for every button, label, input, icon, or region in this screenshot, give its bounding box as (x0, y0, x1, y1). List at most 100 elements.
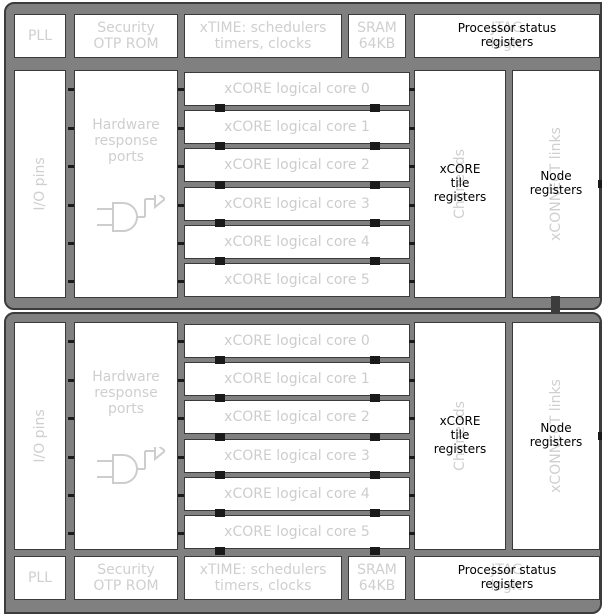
logical-core-label: xCORE logical core 1 (224, 118, 370, 135)
connector-tick (215, 394, 225, 402)
logical-core-label: xCORE logical core 2 (224, 408, 370, 425)
connector-tick (68, 417, 74, 420)
logical-core-5: xCORE logical core 5 (184, 263, 410, 297)
connector-tick (178, 456, 184, 459)
connector-tick (68, 494, 74, 497)
connector-tick (409, 242, 415, 245)
connector-tick (370, 219, 380, 227)
sram-label: SRAM 64KB (357, 19, 397, 52)
connector-tick (370, 433, 380, 441)
connector-tick (215, 547, 225, 555)
connector-tick (215, 471, 225, 479)
xcore-tile-registers-block: Chanends xCORE tile registers (414, 322, 506, 550)
connector-tick (409, 532, 415, 535)
jtag-processor-status-block: JTAG logic Processor status registers (414, 556, 600, 600)
connector-tick (409, 379, 415, 382)
security-otp-rom-block: Security OTP ROM (74, 14, 178, 58)
connector-tick (409, 280, 415, 283)
logical-core-label: xCORE logical core 5 (224, 523, 370, 540)
sram-block: SRAM 64KB (348, 556, 406, 600)
connector-tick (178, 127, 184, 130)
connector-tick (68, 165, 74, 168)
connector-tick (409, 88, 415, 91)
logical-core-label: xCORE logical core 4 (224, 485, 370, 502)
logical-core-5: xCORE logical core 5 (184, 515, 410, 549)
node-registers-label: Node registers (529, 169, 583, 197)
node-registers-block: xCONNECT links Node registers (512, 322, 600, 550)
sram-block: SRAM 64KB (348, 14, 406, 58)
io-pins-label: I/O pins (31, 157, 48, 211)
connector-tick (178, 379, 184, 382)
connector-tick (409, 456, 415, 459)
connector-tick (178, 417, 184, 420)
connector-tick (215, 257, 225, 265)
pll-block: PLL (14, 556, 66, 600)
xtime-label: xTIME: schedulers timers, clocks (199, 19, 327, 52)
connector-tick (370, 142, 380, 150)
logical-core-1: xCORE logical core 1 (184, 362, 410, 396)
connector-tick (178, 280, 184, 283)
logical-core-label: xCORE logical core 4 (224, 233, 370, 250)
xtime-label: xTIME: schedulers timers, clocks (199, 561, 327, 594)
connector-tick (370, 356, 380, 364)
logical-core-4: xCORE logical core 4 (184, 225, 410, 259)
connector-tick (409, 165, 415, 168)
connector-tick (215, 181, 225, 189)
connector-tick (178, 242, 184, 245)
hardware-response-ports-label: Hardware response ports (92, 369, 160, 418)
xtime-block: xTIME: schedulers timers, clocks (184, 556, 342, 600)
io-pins-block: I/O pins (14, 70, 66, 298)
connector-tick (409, 204, 415, 207)
connector-tick (68, 242, 74, 245)
logical-core-4: xCORE logical core 4 (184, 477, 410, 511)
connector-tick (68, 280, 74, 283)
connector-tick (598, 432, 602, 440)
logical-core-label: xCORE logical core 0 (224, 332, 370, 349)
connector-tick (68, 88, 74, 91)
connector-tick (215, 142, 225, 150)
logical-core-3: xCORE logical core 3 (184, 439, 410, 473)
xcore-tile-registers-block: Chanends xCORE tile registers (414, 70, 506, 298)
connector-tick (370, 394, 380, 402)
xcore-tile-registers-label: xCORE tile registers (433, 414, 487, 456)
hardware-response-ports-block: Hardware response ports (74, 322, 178, 550)
tile-link-connector (551, 296, 560, 322)
jtag-processor-status-block: JTAG logic Processor status registers (414, 14, 600, 58)
jtag-background-label: JTAG logic (490, 19, 524, 52)
connector-tick (598, 180, 602, 188)
connector-tick (178, 204, 184, 207)
connector-tick (68, 532, 74, 535)
node-registers-block: xCONNECT links Node registers (512, 70, 600, 298)
security-otp-rom-block: Security OTP ROM (74, 556, 178, 600)
connector-tick (68, 379, 74, 382)
connector-tick (409, 494, 415, 497)
logical-core-label: xCORE logical core 2 (224, 156, 370, 173)
connector-tick (370, 509, 380, 517)
sram-label: SRAM 64KB (357, 561, 397, 594)
pll-label: PLL (27, 27, 53, 44)
connector-tick (215, 219, 225, 227)
connector-tick (68, 204, 74, 207)
connector-tick (215, 509, 225, 517)
logical-core-label: xCORE logical core 0 (224, 80, 370, 97)
logical-core-label: xCORE logical core 3 (224, 195, 370, 212)
logical-core-label: xCORE logical core 5 (224, 271, 370, 288)
hardware-response-ports-block: Hardware response ports (74, 70, 178, 298)
connector-tick (215, 433, 225, 441)
logical-core-3: xCORE logical core 3 (184, 187, 410, 221)
connector-tick (178, 340, 184, 343)
connector-tick (178, 494, 184, 497)
connector-tick (68, 127, 74, 130)
node-registers-label: Node registers (529, 421, 583, 449)
connector-tick (68, 340, 74, 343)
connector-tick (178, 532, 184, 535)
connector-tick (178, 165, 184, 168)
connector-tick (215, 104, 225, 112)
connector-tick (370, 104, 380, 112)
jtag-background-label: JTAG logic (490, 561, 524, 594)
logical-core-0: xCORE logical core 0 (184, 324, 410, 358)
connector-tick (409, 340, 415, 343)
connector-tick (370, 547, 380, 555)
connector-tick (409, 127, 415, 130)
processor-status-registers-label: Processor status registers (457, 563, 557, 591)
